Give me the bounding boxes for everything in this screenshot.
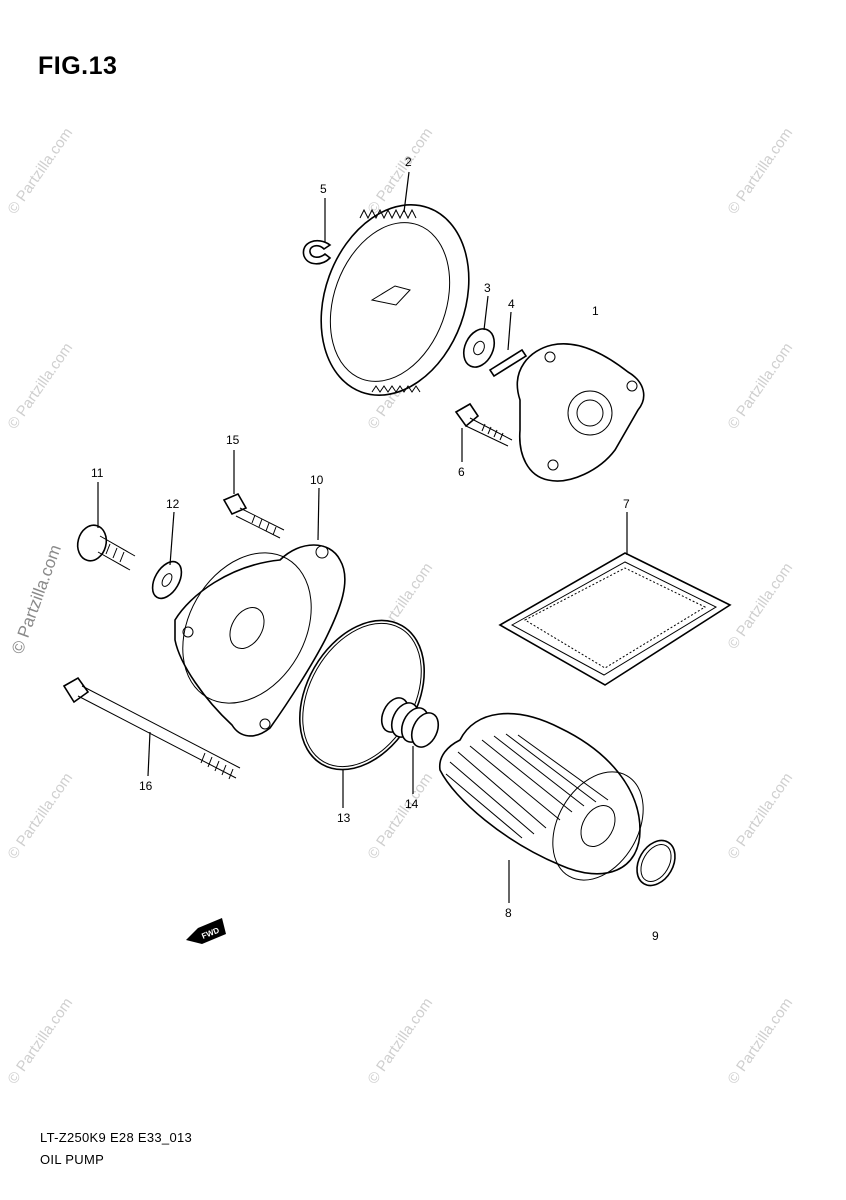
watermark-text-large: © Partzilla.com <box>8 542 65 656</box>
part-bolt-6 <box>454 402 513 447</box>
callout-12: 12 <box>166 497 180 511</box>
callout-4: 4 <box>508 297 515 311</box>
part-o-ring-9 <box>636 839 676 887</box>
part-bolt-15 <box>222 492 285 539</box>
watermark-text: © Partzilla.com <box>364 125 436 218</box>
callout-10: 10 <box>310 473 324 487</box>
part-washer <box>462 328 496 368</box>
watermark-text: © Partzilla.com <box>4 770 76 863</box>
watermark-text: © Partzilla.com <box>4 340 76 433</box>
part-oil-pump <box>516 342 645 482</box>
part-long-bolt-16 <box>62 676 241 780</box>
callout-9: 9 <box>652 929 659 943</box>
watermark-text: © Partzilla.com <box>4 995 76 1088</box>
callout-15: 15 <box>226 433 240 447</box>
callout-7: 7 <box>623 497 630 511</box>
watermark-text: © Partzilla.com <box>724 560 796 653</box>
watermark-text: © Partzilla.com <box>724 340 796 433</box>
figure-title: FIG.13 <box>38 52 118 80</box>
callout-8: 8 <box>505 906 512 920</box>
callout-16: 16 <box>139 779 153 793</box>
part-bolt-11 <box>76 524 136 571</box>
part-spring <box>380 697 440 748</box>
part-washer-12 <box>151 560 183 600</box>
watermark-text: © Partzilla.com <box>724 125 796 218</box>
part-oil-filter <box>438 712 644 881</box>
fwd-arrow-icon: FWD <box>186 918 226 944</box>
watermark-text: © Partzilla.com <box>364 770 436 863</box>
part-circlip <box>302 240 332 265</box>
watermark-text: © Partzilla.com <box>364 995 436 1088</box>
diagram-code: LT-Z250K9 E28 E33_013 <box>40 1130 193 1145</box>
callout-14: 14 <box>405 797 419 811</box>
part-pin <box>488 348 528 378</box>
callout-numbers: 1 2 3 4 5 6 7 8 9 10 11 12 13 14 15 16 <box>91 155 659 943</box>
diagram-name: OIL PUMP <box>40 1152 105 1167</box>
callout-1: 1 <box>592 304 599 318</box>
callout-11: 11 <box>91 466 104 480</box>
callout-leader-lines <box>97 171 628 903</box>
callout-2: 2 <box>405 155 412 169</box>
part-driven-gear <box>320 204 470 396</box>
callout-13: 13 <box>337 811 351 825</box>
watermark-text: © Partzilla.com <box>4 125 76 218</box>
callout-5: 5 <box>320 182 327 196</box>
watermark-text: © Partzilla.com <box>724 770 796 863</box>
part-oil-strainer <box>498 552 732 686</box>
part-filter-cap <box>174 544 346 737</box>
callout-6: 6 <box>458 465 465 479</box>
watermark-text: © Partzilla.com <box>724 995 796 1088</box>
callout-3: 3 <box>484 281 491 295</box>
